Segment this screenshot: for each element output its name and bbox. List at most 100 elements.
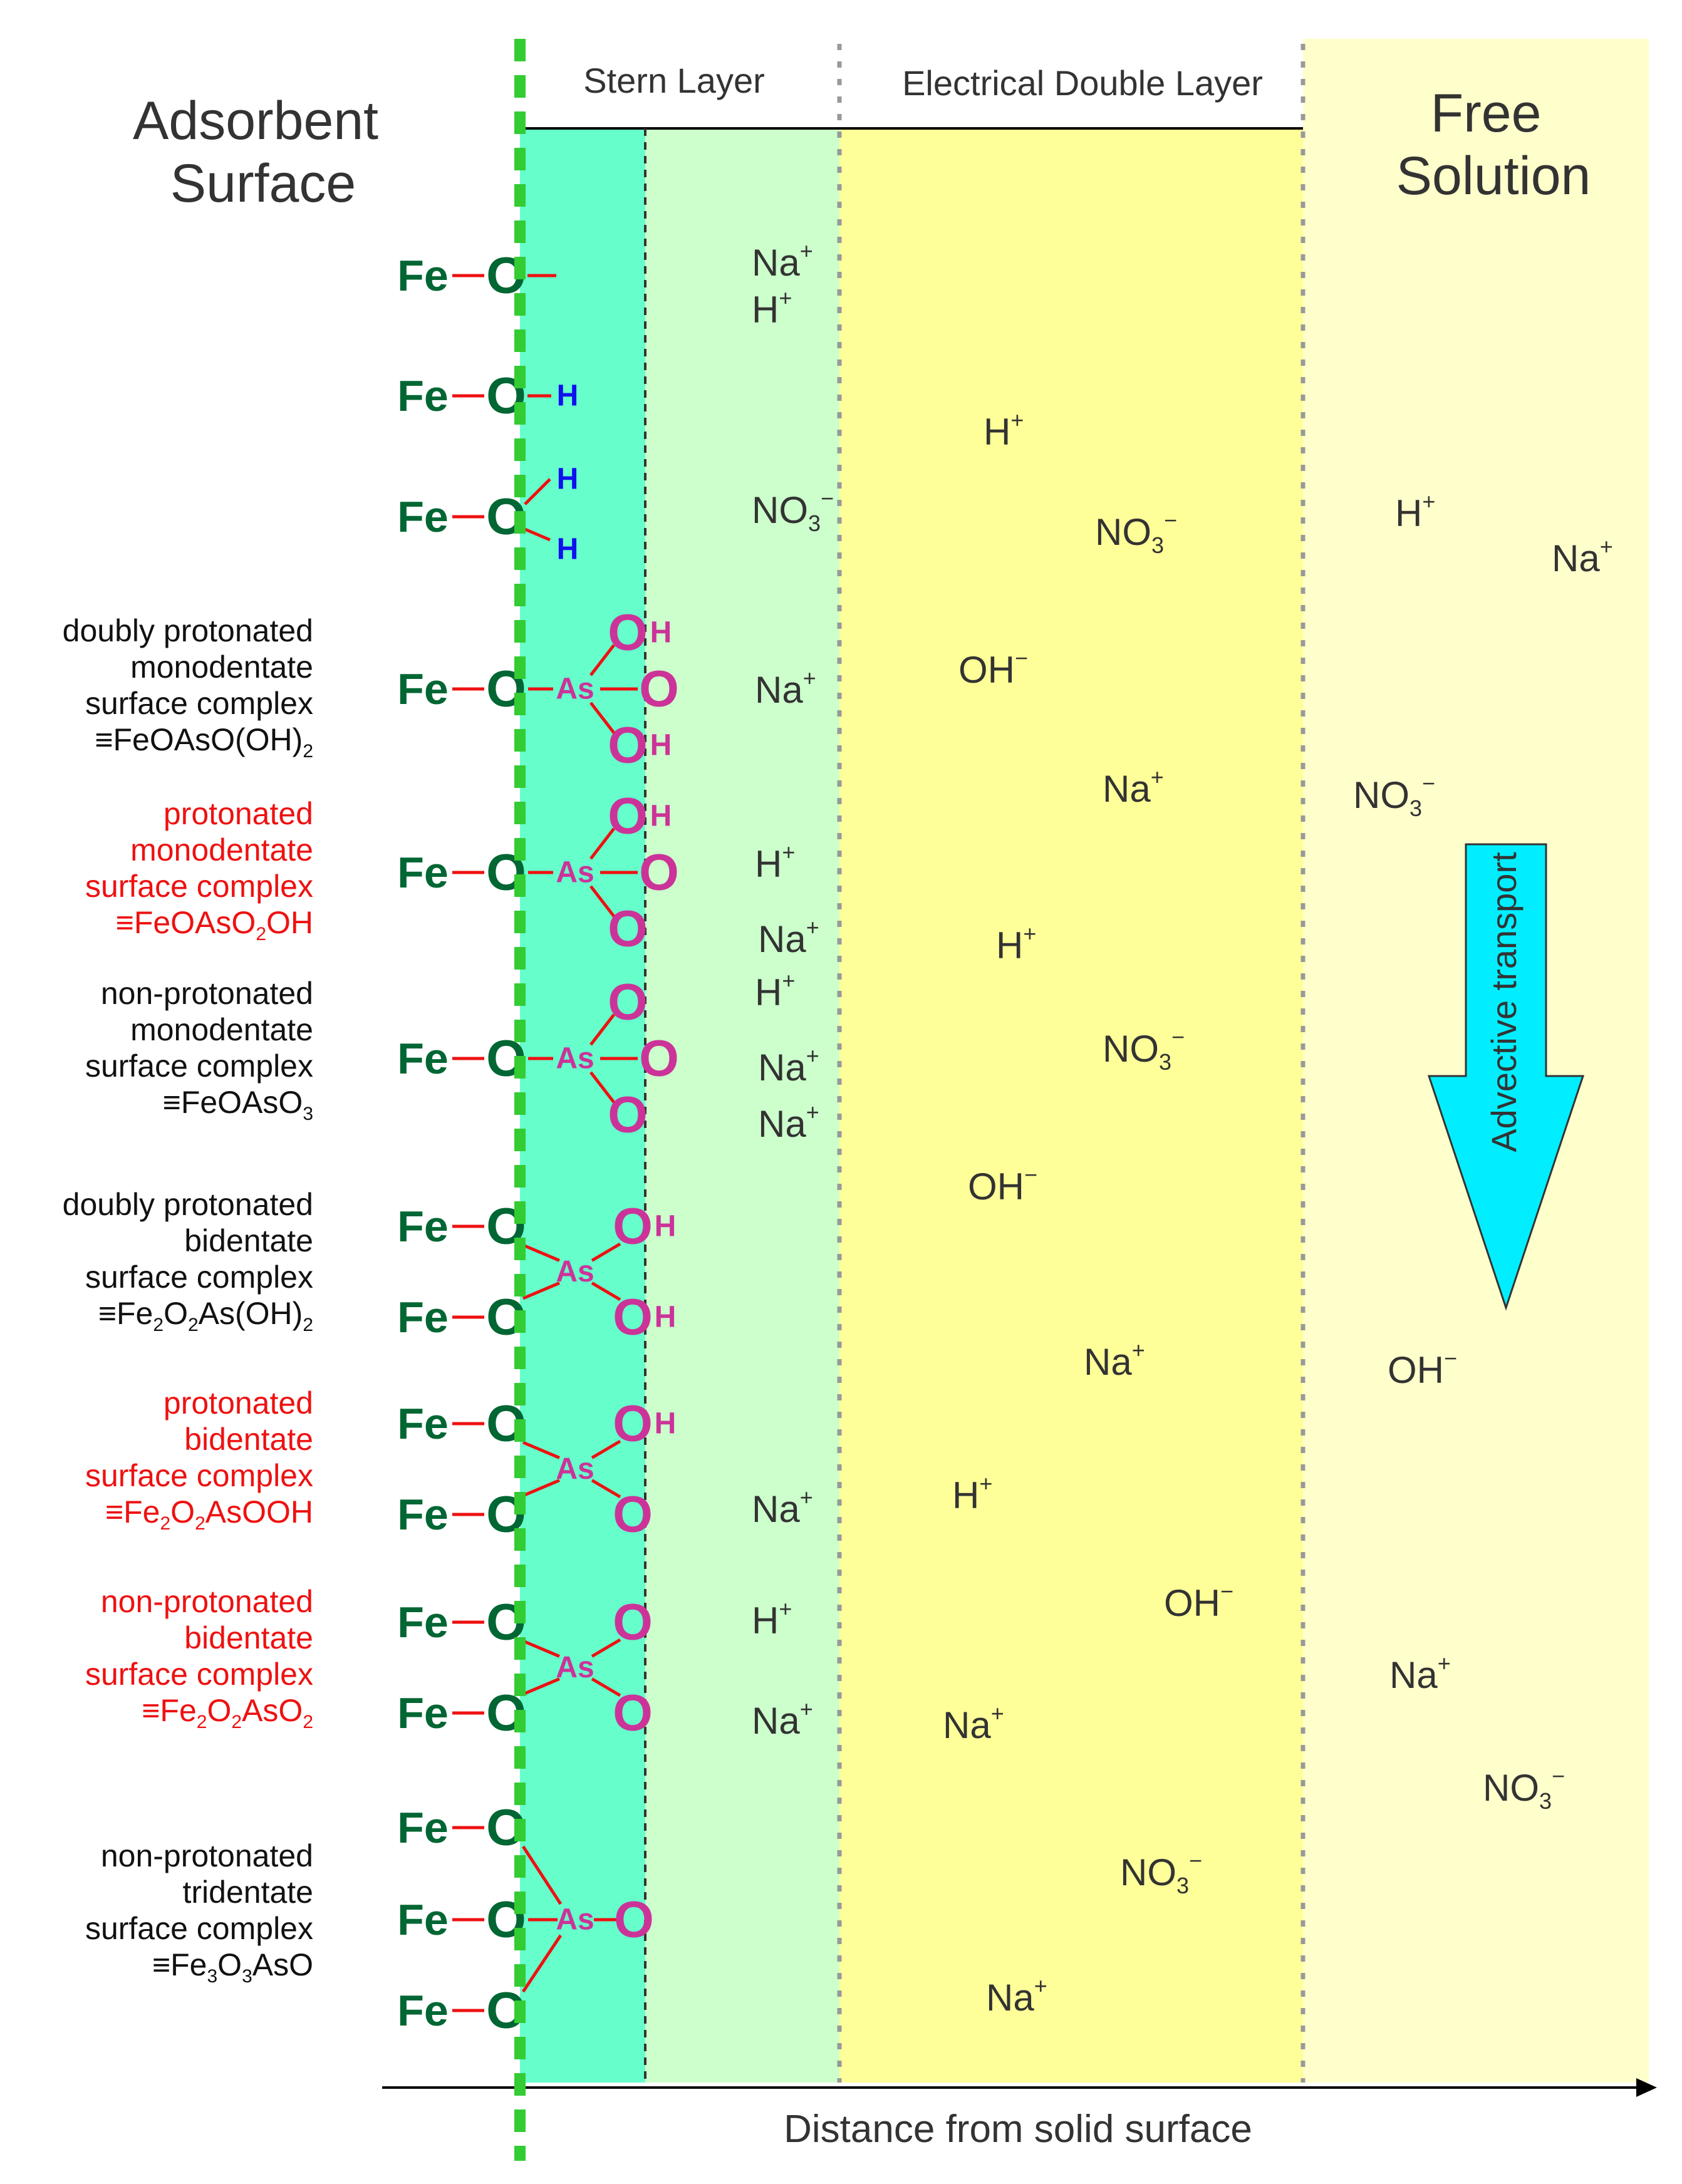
x-axis-arrowhead xyxy=(1636,2078,1657,2097)
bond xyxy=(521,1845,563,1905)
arsenate-oxygen: O xyxy=(613,1685,653,1742)
free-solution-title: Free Solution xyxy=(1396,83,1591,206)
bonds xyxy=(452,274,638,2012)
advective-arrow-label: Advective transport xyxy=(1484,852,1524,1152)
complex-description-line: non-protonated xyxy=(101,976,313,1011)
fe-atom: Fe xyxy=(397,665,449,713)
fe-atom: Fe xyxy=(397,1399,449,1448)
ion-label: H+ xyxy=(755,839,795,885)
ion-label: H+ xyxy=(984,407,1024,453)
ion-label: Na+ xyxy=(752,238,813,284)
edl-title: Electrical Double Layer xyxy=(902,63,1263,103)
arsenate-oxygen: O xyxy=(608,974,648,1031)
arsenate-oxygen: O xyxy=(613,1198,653,1255)
bond xyxy=(591,1281,621,1302)
ion-label: Na+ xyxy=(758,1043,819,1089)
arsenate-oxygen: O xyxy=(613,1289,653,1346)
arsenate-hydrogen: H xyxy=(655,1210,677,1243)
fe-atom: Fe xyxy=(397,848,449,897)
arsenate-oxygen: O xyxy=(608,604,648,661)
ion-label: Na+ xyxy=(1084,1337,1145,1383)
complex-description-line: surface complex xyxy=(85,1260,313,1295)
bond xyxy=(589,827,615,860)
bond xyxy=(591,1638,621,1658)
ion-label: OH− xyxy=(958,645,1028,691)
complex-formula: ≡FeOAsO2OH xyxy=(116,905,313,945)
arsenate-oxygen: O xyxy=(639,1030,679,1087)
bond xyxy=(524,527,551,542)
x-axis-label: Distance from solid surface xyxy=(784,2108,1252,2151)
ion-label: OH− xyxy=(968,1162,1037,1208)
arsenic-atom: As xyxy=(556,673,594,706)
fe-atom: Fe xyxy=(397,371,449,420)
ion-label: H+ xyxy=(952,1471,992,1516)
arsenate-oxygen: O xyxy=(613,1594,653,1651)
arsenate-oxygen: O xyxy=(614,1892,654,1949)
fe-atom: Fe xyxy=(397,1689,449,1737)
arsenic-atom: As xyxy=(556,1903,594,1937)
arsenate-hydrogen: H xyxy=(650,800,672,833)
bond xyxy=(522,1441,560,1459)
arsenate-hydrogen: H xyxy=(655,1301,677,1334)
ion-label: Na+ xyxy=(758,1099,819,1145)
arsenate-hydrogen: H xyxy=(655,1407,677,1441)
arsenate-hydrogen: H xyxy=(650,729,672,762)
ion-label: NO3− xyxy=(1120,1848,1202,1898)
bond xyxy=(589,1013,615,1046)
fe-atom: Fe xyxy=(397,1986,449,2035)
complex-description-line: surface complex xyxy=(85,686,313,721)
complex-description-line: doubly protonated xyxy=(63,1187,313,1222)
ion-label: H+ xyxy=(752,1596,792,1642)
arsenic-atom: As xyxy=(556,1651,594,1684)
ion-label: Na+ xyxy=(755,665,816,711)
ion-label: H+ xyxy=(755,968,795,1013)
arsenate-oxygen: O xyxy=(613,1486,653,1543)
ion-label: Na+ xyxy=(1389,1650,1451,1696)
complex-description-line: non-protonated xyxy=(101,1838,313,1873)
fe-atom: Fe xyxy=(397,1598,449,1647)
fe-atom: Fe xyxy=(397,492,449,541)
fe-atom: Fe xyxy=(397,251,449,300)
solution-ions: Na+H+NO3−Na+H+Na+H+Na+Na+Na+H+Na+H+NO3−O… xyxy=(752,238,1613,2019)
bond xyxy=(521,1934,563,1993)
complex-formula: ≡Fe2O2AsO2 xyxy=(142,1693,313,1732)
arsenic-atom: As xyxy=(556,1255,594,1288)
bond xyxy=(589,644,615,676)
ion-label: Na+ xyxy=(752,1484,813,1530)
fe-atom: Fe xyxy=(397,1202,449,1251)
stern-inner-zone xyxy=(520,128,645,2083)
complex-formula: ≡Fe2O2AsOOH xyxy=(105,1494,313,1534)
bond xyxy=(591,1242,621,1262)
arsenic-atom: As xyxy=(556,856,594,889)
complex-description-line: doubly protonated xyxy=(63,613,313,648)
complex-description-line: tridentate xyxy=(183,1875,313,1910)
complex-formula: ≡Fe2O2As(OH)2 xyxy=(98,1296,313,1335)
x-axis: Distance from solid surface xyxy=(382,2078,1657,2151)
ion-label: Na+ xyxy=(986,1973,1047,2019)
ion-label: OH− xyxy=(1164,1578,1233,1624)
bond xyxy=(524,478,551,505)
ion-label: H+ xyxy=(752,285,792,331)
fe-atom: Fe xyxy=(397,1803,449,1852)
arsenate-oxygen: O xyxy=(608,1087,648,1144)
fe-atom: Fe xyxy=(397,1490,449,1539)
ion-label: Na+ xyxy=(758,914,819,960)
fe-atom: Fe xyxy=(397,1293,449,1342)
ion-label: OH− xyxy=(1388,1345,1457,1391)
arsenate-oxygen: O xyxy=(608,901,648,958)
complex-description-line: surface complex xyxy=(85,869,313,904)
complex-description-line: bidentate xyxy=(184,1620,313,1655)
ion-label: H+ xyxy=(996,921,1036,966)
bond xyxy=(591,1677,621,1697)
complex-formula: ≡FeOAsO3 xyxy=(163,1085,313,1124)
complex-formula: ≡Fe3O3AsO xyxy=(152,1947,313,1987)
ion-label: Na+ xyxy=(752,1696,813,1742)
ion-label: NO3− xyxy=(1103,1024,1185,1075)
fe-atom: Fe xyxy=(397,1895,449,1944)
complex-description-line: bidentate xyxy=(184,1422,313,1457)
ion-label: Na+ xyxy=(1552,534,1613,579)
bond xyxy=(522,1281,560,1300)
bond xyxy=(522,1639,560,1658)
complex-description-line: surface complex xyxy=(85,1657,313,1692)
